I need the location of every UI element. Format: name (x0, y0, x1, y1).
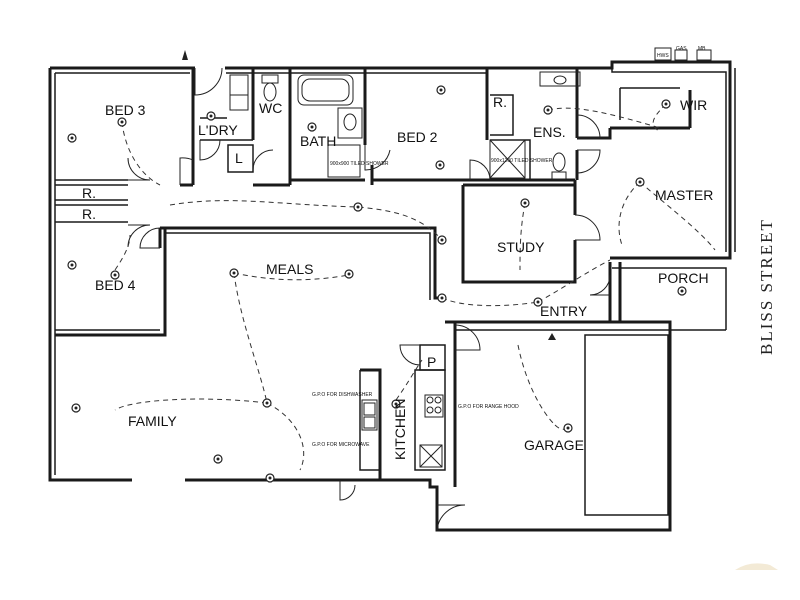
light-bed3 (67, 133, 77, 143)
laundry-tub (229, 74, 249, 96)
room-label-pantry: P (427, 354, 436, 370)
kitchen-sink (361, 399, 378, 431)
light-garage (563, 423, 573, 433)
toilet-wc (261, 74, 279, 84)
light-hall-1 (353, 202, 363, 212)
room-labels: BED 3 L'DRY WC BATH BED 2 ENS. WIR MASTE… (82, 94, 713, 460)
ens-shower (489, 139, 526, 179)
light-meals-1 (229, 268, 239, 278)
room-label-robe-2: R. (82, 206, 96, 222)
light-hall-2 (437, 235, 447, 245)
room-label-garage: GARAGE (524, 437, 584, 453)
gas-meter (674, 49, 688, 61)
light-entry-1 (437, 293, 447, 303)
cooktop (424, 394, 444, 418)
light-points (67, 85, 687, 483)
light-entry-2 (533, 297, 543, 307)
room-label-bed4: BED 4 (95, 277, 136, 293)
room-label-linen: L (235, 150, 243, 166)
room-label-bath: BATH (300, 133, 336, 149)
room-label-meals: MEALS (266, 261, 313, 277)
north-arrow-icon (182, 50, 188, 60)
vanity-bath (337, 107, 363, 139)
car-watermark-icon (735, 563, 778, 570)
label-hws: HWS (657, 53, 669, 59)
bath-shower (327, 144, 361, 178)
hws-unit (654, 47, 672, 61)
ens-vanity (539, 71, 581, 87)
wiring (114, 103, 716, 471)
doors (127, 67, 611, 531)
light-bed4-2 (110, 270, 120, 280)
room-label-porch: PORCH (658, 270, 709, 286)
bathtub (297, 74, 354, 106)
light-bed2-2 (435, 160, 445, 170)
note-shower-bath: 900x900 TILED SHOWER (330, 161, 389, 167)
label-mb: MB (698, 46, 706, 52)
room-label-wir: WIR (680, 97, 707, 113)
light-family-3 (213, 454, 223, 464)
room-label-robe-3: R. (493, 94, 507, 110)
light-wir (661, 99, 671, 109)
light-bath (307, 122, 317, 132)
light-bed3-2 (117, 117, 127, 127)
room-label-master: MASTER (655, 187, 713, 203)
note-gpo-microwave: G.P.O FOR MICROWAVE (312, 442, 370, 448)
light-bed2 (436, 85, 446, 95)
meter-box (696, 49, 712, 61)
note-gpo-dishwasher: G.P.O FOR DISHWASHER (312, 392, 373, 398)
light-meals-2 (344, 269, 354, 279)
light-bed4 (67, 260, 77, 270)
room-label-robe-1: R. (82, 185, 96, 201)
light-family-1 (71, 403, 81, 413)
room-label-kitchen: KITCHEN (392, 399, 408, 460)
light-family-2 (262, 398, 272, 408)
room-label-bed2: BED 2 (397, 129, 438, 145)
light-master (635, 177, 645, 187)
street-label: BLISS STREET (757, 218, 776, 355)
note-shower-ens: 900x1200 TILED SHOWER (491, 158, 553, 164)
light-laundry (206, 111, 216, 121)
room-label-ensuite: ENS. (533, 124, 566, 140)
room-label-study: STUDY (497, 239, 545, 255)
notes: HWS GAS MB G.P.O FOR DISHWASHER G.P.O FO… (312, 46, 706, 448)
room-label-laundry: L'DRY (198, 122, 238, 138)
entry-arrow-icon (548, 333, 556, 340)
label-gas: GAS (676, 46, 687, 52)
light-family-4 (265, 473, 275, 483)
light-porch (677, 286, 687, 296)
room-label-family: FAMILY (128, 413, 177, 429)
room-label-bed3: BED 3 (105, 102, 146, 118)
light-study (520, 198, 530, 208)
internal-walls (55, 68, 730, 516)
fixtures (229, 47, 712, 468)
note-gpo-rangehood: G.P.O FOR RANGE HOOD (458, 404, 519, 410)
toilet-ens (551, 171, 567, 180)
fridge (419, 444, 443, 468)
room-label-entry: ENTRY (540, 303, 588, 319)
outer-walls (48, 60, 736, 532)
light-ens (543, 105, 553, 115)
room-label-wc: WC (259, 100, 282, 116)
light-kitchen (391, 399, 401, 409)
